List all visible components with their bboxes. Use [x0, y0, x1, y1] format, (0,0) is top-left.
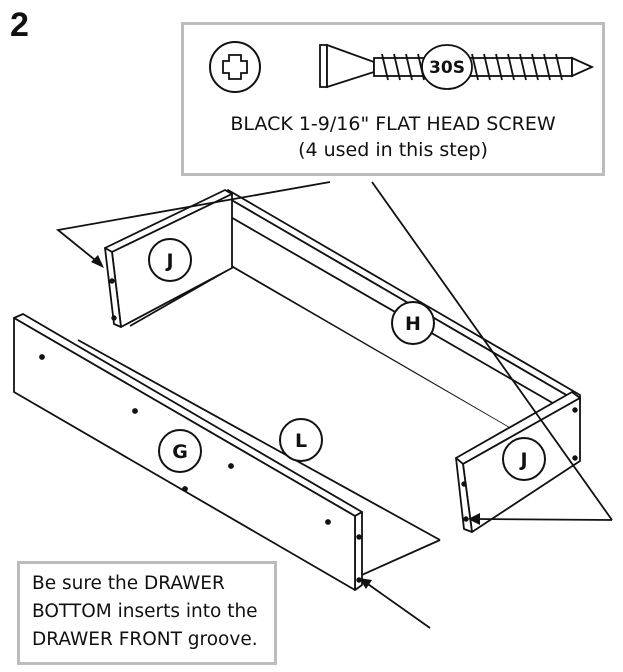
part-label-side-left: J — [164, 250, 173, 272]
arrow-heads — [91, 255, 480, 589]
hardware-count: (4 used in this step) — [298, 139, 488, 161]
instruction-note: Be sure the DRAWER BOTTOM inserts into t… — [17, 561, 277, 665]
leader-lines — [55, 181, 613, 629]
part-label-back: H — [405, 313, 421, 335]
note-line: BOTTOM inserts into the — [32, 601, 258, 622]
part-label-front: G — [172, 441, 188, 463]
hardware-code: 30S — [429, 58, 465, 78]
phillips-head-icon — [209, 41, 261, 93]
note-line: DRAWER FRONT groove. — [32, 629, 258, 650]
arrow-right-side-icon — [468, 513, 480, 525]
hardware-name: BLACK 1-9/16" FLAT HEAD SCREW — [230, 113, 556, 135]
part-label-side-right: J — [518, 449, 527, 471]
hardware-illustration: 30S — [209, 41, 595, 93]
step-number: 2 — [10, 6, 29, 44]
part-label-circles — [148, 238, 546, 481]
flat-head-screw-icon — [319, 43, 595, 90]
arrow-left-side-icon — [91, 255, 104, 268]
note-line: Be sure the DRAWER — [32, 573, 225, 594]
arrow-groove-icon — [359, 578, 372, 589]
part-label-bottom: L — [295, 430, 307, 452]
hardware-callout: 30S BLACK 1-9/16" FLAT HEAD SCREW (4 use… — [181, 22, 605, 176]
